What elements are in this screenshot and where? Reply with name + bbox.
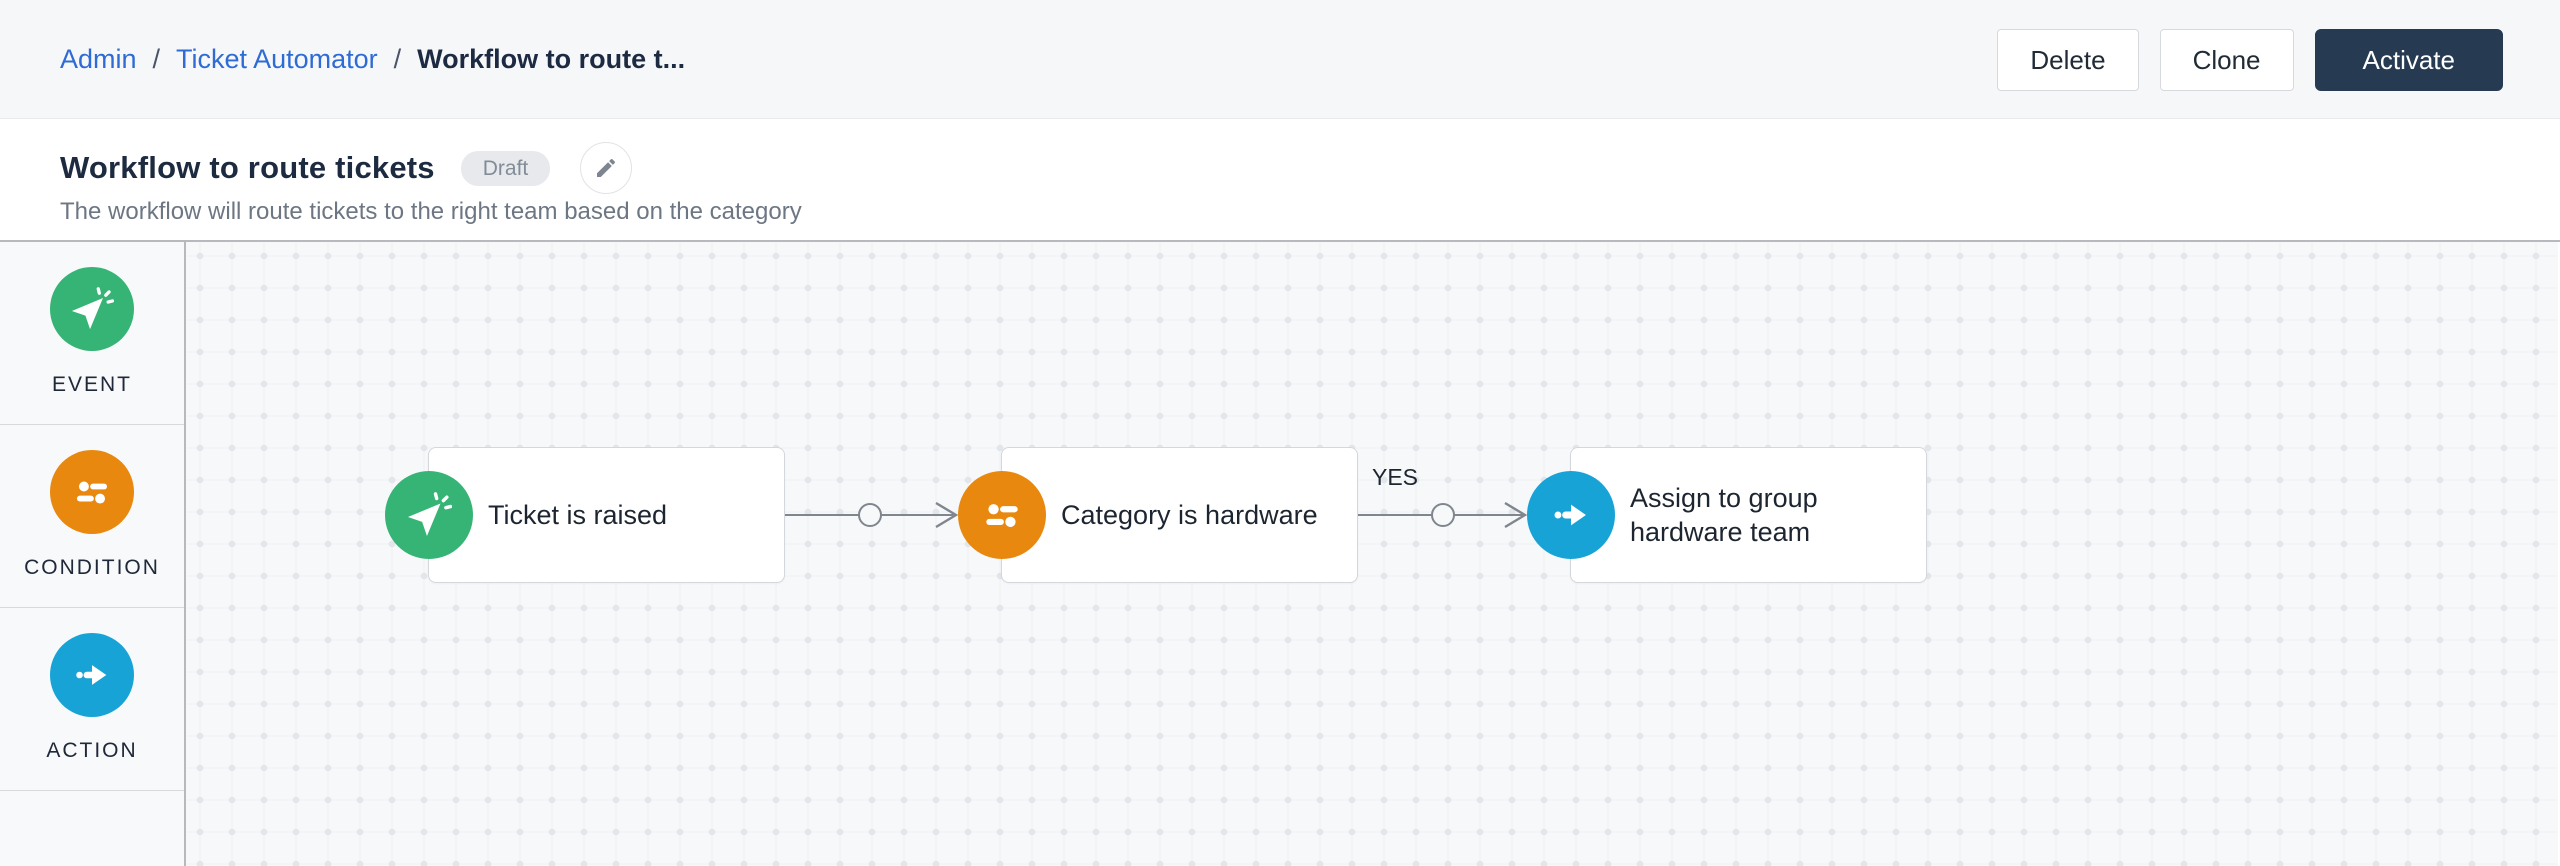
breadcrumb: Admin / Ticket Automator / Workflow to r… [60, 44, 685, 75]
palette-item-condition[interactable]: CONDITION [0, 425, 184, 608]
arrowhead-icon [1504, 501, 1528, 529]
cursor-click-icon [385, 471, 473, 559]
title-section: Workflow to route tickets Draft The work… [0, 120, 2560, 242]
connector-handle[interactable] [1431, 503, 1455, 527]
node-palette: EVENT CONDITION ACTION [0, 242, 186, 866]
breadcrumb-ticket-automator[interactable]: Ticket Automator [176, 43, 378, 74]
header-bar: Admin / Ticket Automator / Workflow to r… [0, 0, 2560, 119]
palette-label-condition: CONDITION [24, 556, 160, 579]
breadcrumb-separator: / [393, 43, 402, 74]
page-description: The workflow will route tickets to the r… [60, 198, 802, 225]
palette-item-event[interactable]: EVENT [0, 242, 184, 425]
breadcrumb-separator: / [152, 43, 161, 74]
workflow-node-condition[interactable]: Category is hardware [958, 447, 1358, 583]
arrow-right-icon [1527, 471, 1615, 559]
node-label: Ticket is raised [488, 500, 668, 530]
page-title: Workflow to route tickets [60, 150, 435, 185]
sliders-icon [958, 471, 1046, 559]
edit-title-button[interactable] [580, 142, 633, 194]
connector-handle[interactable] [858, 503, 882, 527]
palette-label-action: ACTION [46, 739, 138, 762]
palette-item-action[interactable]: ACTION [0, 608, 184, 791]
connector-yes-label: YES [1372, 464, 1419, 490]
node-label: Assign to group hardware team [1630, 483, 1818, 547]
main-area: EVENT CONDITION ACTION [0, 242, 2560, 866]
palette-label-event: EVENT [51, 373, 132, 396]
delete-button[interactable]: Delete [1997, 29, 2139, 91]
workflow-node-event[interactable]: Ticket is raised [385, 447, 785, 583]
activate-button[interactable]: Activate [2314, 29, 2503, 91]
status-badge: Draft [460, 150, 551, 186]
workflow-canvas[interactable]: Ticket is raised Category is hardware YE… [186, 242, 2558, 866]
palette-filler [0, 791, 184, 866]
clone-button[interactable]: Clone [2159, 29, 2294, 91]
breadcrumb-current-workflow: Workflow to route t... [417, 43, 686, 74]
cursor-click-icon [50, 267, 134, 351]
node-label: Category is hardware [1061, 500, 1318, 530]
header-actions: Delete Clone Activate [1997, 29, 2503, 91]
arrow-right-icon [50, 633, 134, 717]
pencil-icon [597, 158, 616, 177]
workflow-node-action[interactable]: Assign to group hardware team [1527, 447, 1927, 583]
sliders-icon [50, 450, 134, 534]
breadcrumb-admin[interactable]: Admin [60, 43, 137, 74]
arrowhead-icon [935, 501, 959, 529]
